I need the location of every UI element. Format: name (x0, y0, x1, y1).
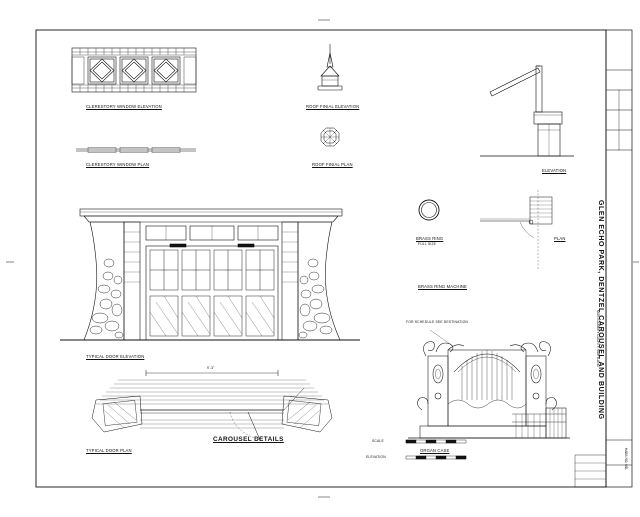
clerestory-window-plan (76, 147, 196, 153)
typical-door-plan (91, 370, 333, 441)
door-width-dimension: 9'-3" (207, 366, 215, 370)
organ-note-label: FOR SCHEDULE SEE DESTINATION (406, 320, 468, 324)
brass-ring-sub-label: FULL SIZE (418, 242, 436, 246)
scale-bar (405, 439, 467, 460)
project-location: MONTGOMERY COUNTY, MARYLAND (596, 310, 600, 367)
sheet-main-title: CAROUSEL DETAILS (213, 436, 284, 443)
sheet-border (6, 19, 639, 498)
roof-finial-plan (320, 127, 340, 147)
elevation-label: ELEVATION (542, 168, 567, 173)
brass-ring-machine-label: BRASS RING MACHINE (418, 284, 468, 289)
sheet-number: HABS NO. MD- (624, 448, 628, 471)
roof-finial-elevation-label: ROOF FINIAL ELEVATION (306, 104, 360, 109)
typical-door-elevation-label: TYPICAL DOOR ELEVATION (86, 354, 145, 359)
roof-finial-plan-label: ROOF FINIAL PLAN (312, 162, 353, 167)
clerestory-window-plan-label: CLERESTORY WINDOW PLAN (86, 162, 150, 167)
brass-ring-detail (418, 199, 440, 221)
organ-case-label: ORGAN CASE (420, 448, 450, 453)
brass-ring-machine-elevation (480, 65, 574, 157)
brass-ring-label: BRASS RING (416, 236, 444, 241)
scale-label: SCALE (372, 439, 384, 443)
clerestory-window-elevation (71, 47, 197, 93)
roof-finial-elevation (317, 44, 343, 91)
elevation-scale-label: ELEVATION (366, 455, 386, 459)
typical-door-plan-label: TYPICAL DOOR PLAN (86, 448, 132, 453)
brass-ring-machine-plan (480, 190, 553, 270)
clerestory-window-elevation-label: CLERESTORY WINDOW ELEVATION (86, 104, 162, 109)
plan-label: PLAN (554, 236, 566, 241)
organ-case-elevation (408, 329, 570, 439)
typical-door-elevation (60, 208, 360, 341)
